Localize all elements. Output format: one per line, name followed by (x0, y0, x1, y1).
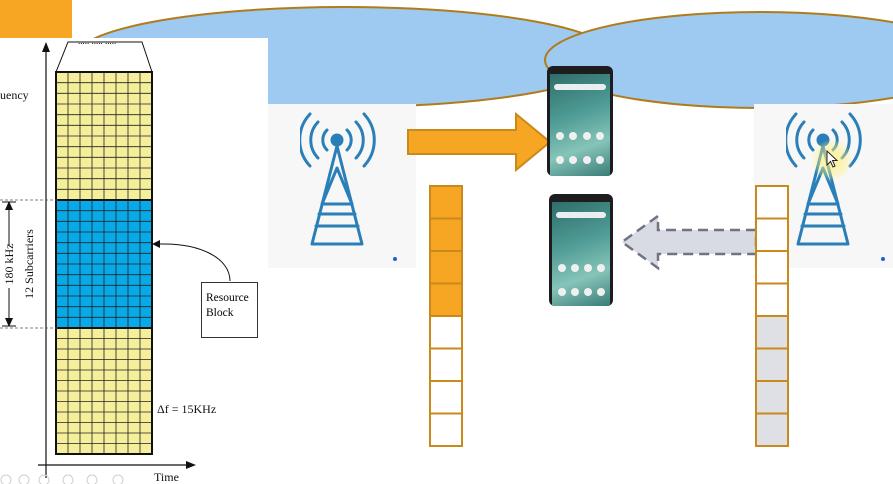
app-icon (555, 132, 564, 140)
control-icon-1 (0, 474, 12, 484)
buffer-cell-empty (755, 185, 789, 220)
yellow-grid-bottom (55, 327, 153, 455)
resource-block-label-line2: Block (206, 307, 234, 319)
yellow-grid-top (55, 71, 153, 201)
buffer-cell-empty (429, 315, 463, 350)
app-icon (596, 288, 605, 296)
control-icon-4 (62, 474, 74, 484)
buffer-cell-empty (755, 282, 789, 317)
app-icon (569, 156, 578, 164)
resource-block-callout: Resource Block (201, 282, 258, 338)
frequency-axis-arrow (42, 42, 50, 52)
marker-dot-right (881, 257, 885, 261)
resource-buffer-left (429, 185, 463, 447)
app-icon (570, 264, 579, 272)
buffer-cell-filled (755, 347, 789, 382)
buffer-cell-filled (755, 315, 789, 350)
app-icon (596, 132, 605, 140)
downlink-arrow (407, 112, 552, 172)
app-icon (569, 132, 578, 140)
subcarrier-spacing-label: Δf = 15KHz (157, 402, 217, 416)
control-icon-2 (18, 474, 30, 484)
buffer-cell-empty (429, 412, 463, 447)
buffer-cell-filled (429, 282, 463, 317)
subcarriers-label: 12 Subcarriers (22, 229, 36, 299)
tower-panel-left (268, 104, 416, 268)
app-icon (570, 288, 579, 296)
resource-block-label-line1: Resource (206, 292, 249, 304)
bandwidth-bracket-arrow-bottom (5, 318, 13, 327)
buffer-cell-filled (429, 250, 463, 285)
buffer-cell-filled (429, 185, 463, 220)
smartphone-bottom (549, 194, 613, 306)
smartphone-top (547, 66, 613, 176)
bandwidth-bracket-arrow-top (5, 201, 13, 210)
resource-grid-diagram: 180 kHz 12 Subcarriers (0, 41, 231, 478)
phone-search-bar (556, 212, 606, 218)
control-icon-3 (38, 474, 50, 484)
app-icon (582, 156, 591, 164)
phone-search-bar (554, 84, 606, 90)
buffer-cell-empty (755, 250, 789, 285)
app-icon (596, 156, 605, 164)
resource-block-grid (55, 199, 153, 329)
player-controls (0, 474, 124, 484)
interference-arrow (619, 213, 758, 271)
app-icon (557, 288, 566, 296)
buffer-cell-empty (429, 380, 463, 415)
resource-block-pointer (159, 243, 231, 282)
control-icon-5 (86, 474, 98, 484)
app-icon (596, 264, 605, 272)
resource-block-pointer-arrow (152, 240, 160, 248)
grid-continuation-dots: ..... ..... ..... (78, 36, 117, 46)
control-icon-6 (112, 474, 124, 484)
mouse-cursor-icon (826, 150, 839, 168)
time-axis-label: Time (154, 470, 179, 484)
buffer-cell-filled (755, 380, 789, 415)
buffer-cell-empty (755, 217, 789, 252)
app-icon (583, 288, 592, 296)
frequency-axis-label: uency (0, 88, 29, 102)
time-axis-arrow (186, 461, 196, 469)
buffer-cell-empty (429, 347, 463, 382)
app-icon (583, 264, 592, 272)
app-icon (557, 264, 566, 272)
marker-dot-left (393, 257, 397, 261)
grid-continuation-trapezoid (55, 41, 153, 73)
bandwidth-label: 180 kHz (2, 244, 16, 285)
buffer-cell-filled (755, 412, 789, 447)
app-icon (582, 132, 591, 140)
orange-tab (0, 0, 72, 38)
buffer-cell-filled (429, 217, 463, 252)
app-icon (555, 156, 564, 164)
cell-tower-icon-left (300, 112, 376, 246)
resource-buffer-right (755, 185, 789, 447)
